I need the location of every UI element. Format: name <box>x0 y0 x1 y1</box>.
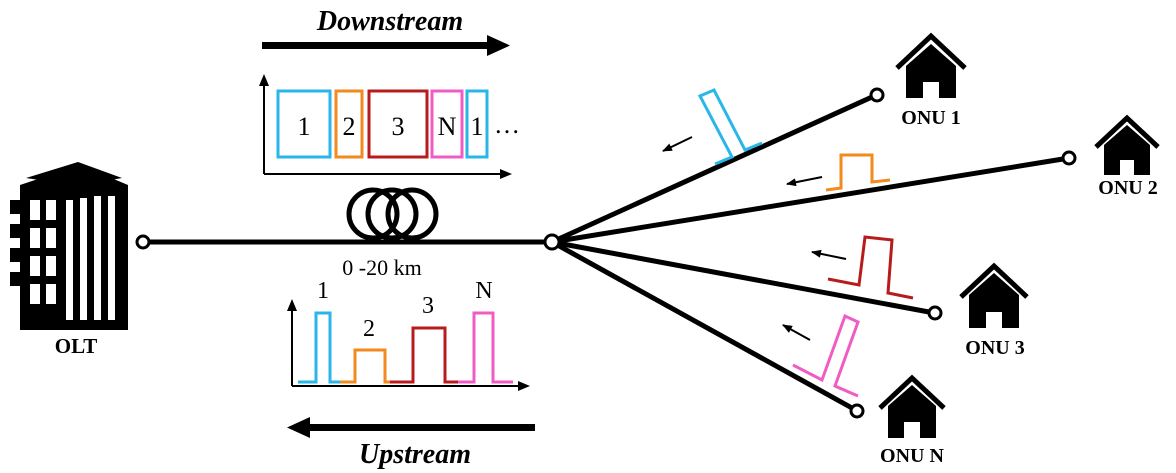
branch-pulse-onun <box>782 313 860 398</box>
frame-slot-n <box>430 89 464 159</box>
onu2-label: ONU 2 <box>1098 177 1157 199</box>
branch-pulse-onu1 <box>662 88 763 166</box>
olt-label: OLT <box>55 334 97 358</box>
branch-onu2 <box>551 156 1064 245</box>
branch-fibers <box>550 94 1064 411</box>
upstream-burst-1-label: 1 <box>317 278 329 304</box>
upstream-burst-onu3 <box>390 326 458 384</box>
upstream-arrow <box>287 417 535 438</box>
branch-onu3 <box>551 239 930 315</box>
frame-slot-n-label: N <box>438 112 457 141</box>
onun-label: ONU N <box>880 445 944 467</box>
frame-slot-2 <box>334 89 364 159</box>
branch-endpoints <box>849 87 1077 419</box>
upstream-burst-onu2 <box>340 348 390 384</box>
branch-onu1 <box>550 94 874 245</box>
branch-pulse-onu3 <box>811 235 914 300</box>
downstream-label: Downstream <box>316 6 463 37</box>
frame-ellipsis: … <box>494 110 520 139</box>
onu1-label: ONU 1 <box>901 107 960 129</box>
house-icon-onu3 <box>959 262 1029 328</box>
olt-building-icon <box>10 162 128 330</box>
frame-slot-3 <box>367 89 429 159</box>
onu3-label: ONU 3 <box>965 337 1024 359</box>
downstream-arrow <box>262 35 510 56</box>
branch-pulse-onu2 <box>786 153 891 192</box>
frame-slot-1-repeat <box>465 89 489 159</box>
house-icon-onun <box>878 374 946 438</box>
upstream-label: Upstream <box>359 439 471 470</box>
branch-onun <box>550 239 854 411</box>
frame-slot-1 <box>276 89 332 159</box>
trunk-fiber <box>135 234 546 250</box>
upstream-burst-onu1 <box>298 311 340 384</box>
upstream-burst-onun <box>458 311 513 384</box>
downstream-frame-slots: 1 2 3 N 1 … <box>276 89 520 159</box>
splitter-node <box>543 233 561 251</box>
frame-slot-1-label: 1 <box>298 112 311 141</box>
fiber-length-label: 0 -20 km <box>342 255 421 280</box>
frame-slot-2-label: 2 <box>343 112 356 141</box>
house-icon-onu1 <box>895 32 967 98</box>
upstream-burst-3-label: 3 <box>422 293 434 319</box>
downstream-frame-axes <box>259 74 512 179</box>
frame-slot-1-repeat-label: 1 <box>471 112 484 141</box>
upstream-burst-axes <box>287 299 530 391</box>
upstream-burst-2-label: 2 <box>363 316 375 342</box>
house-icon-onu2 <box>1094 114 1160 175</box>
upstream-bursts <box>298 311 513 384</box>
frame-slot-3-label: 3 <box>392 112 405 141</box>
upstream-burst-n-label: N <box>475 278 492 304</box>
fiber-spool-icon <box>346 187 439 241</box>
